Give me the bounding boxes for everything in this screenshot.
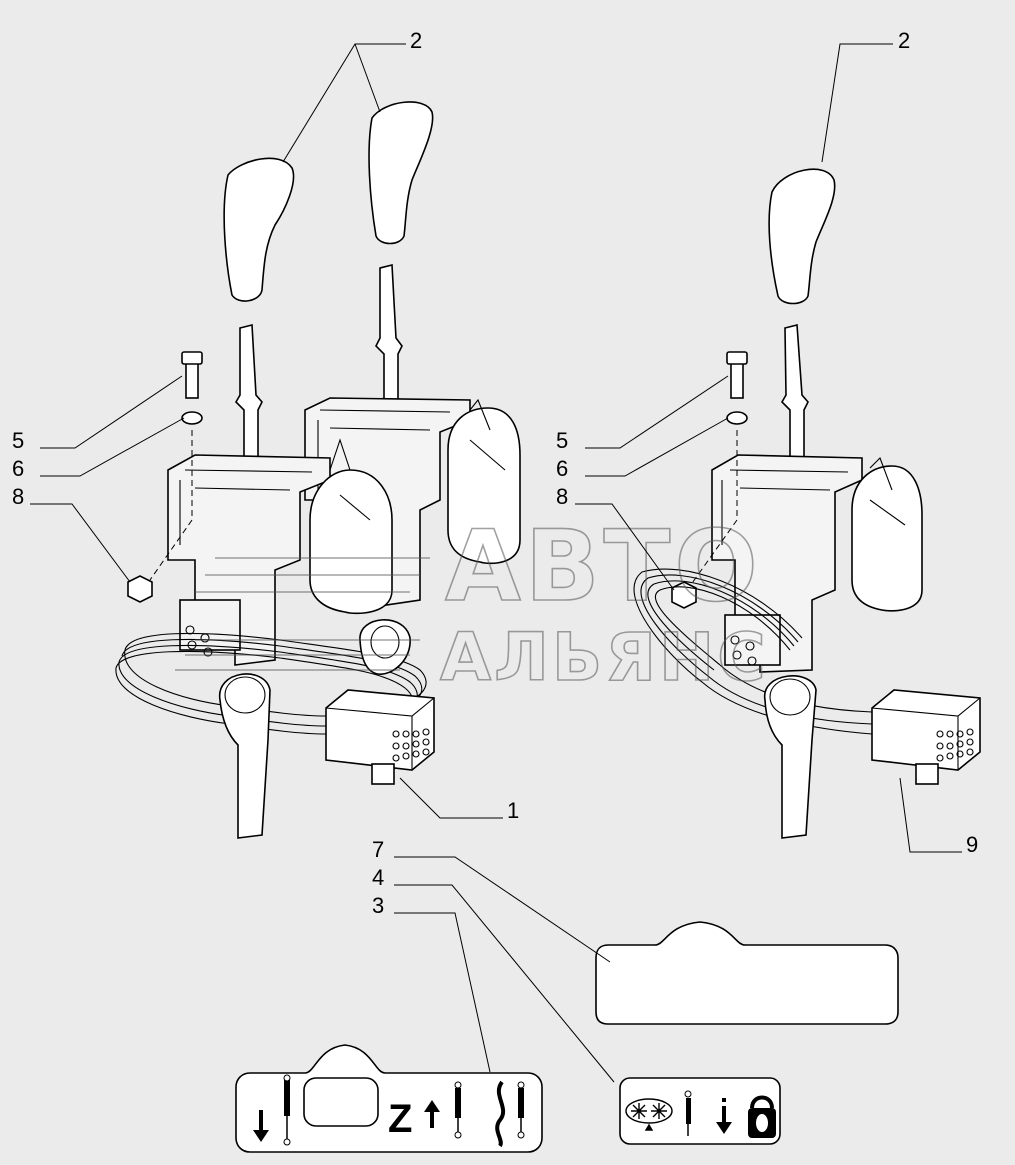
callout-2-left: 2 <box>410 28 422 53</box>
lower-arrow-icon <box>253 1110 269 1142</box>
watermark-line1: АВТО <box>445 510 762 624</box>
bolt-left <box>185 361 199 399</box>
hydraulic-cylinder-icon <box>283 1074 291 1146</box>
connector-left <box>325 689 435 785</box>
knob-left-b <box>368 101 434 245</box>
left-lever-assembly <box>115 101 521 839</box>
float-wave-icon <box>495 1080 506 1148</box>
lever-position-window <box>303 1077 379 1127</box>
float-position-letter: Z <box>388 1097 412 1141</box>
boot-left-a <box>309 469 393 615</box>
lower-arrow-icon-2 <box>716 1098 732 1134</box>
lock-icon <box>748 1095 776 1138</box>
callout-9: 9 <box>966 832 978 857</box>
callout-7: 7 <box>372 837 384 862</box>
callout-5-left: 5 <box>12 428 24 453</box>
callout-6-right: 6 <box>556 456 568 481</box>
callout-8-right: 8 <box>556 484 568 509</box>
hydraulic-cylinder-icon-2 <box>454 1081 462 1139</box>
hydraulic-cylinder-icon-3 <box>517 1081 525 1139</box>
housing-front-block <box>179 599 241 651</box>
callout-6-left: 6 <box>12 456 24 481</box>
decal-control-functions <box>619 1077 781 1145</box>
decal-lever-functions: Z <box>235 1044 543 1153</box>
right-lever-assembly <box>633 168 981 839</box>
connector-right <box>871 689 981 785</box>
nut-right <box>671 581 697 609</box>
callout-2-right: 2 <box>898 28 910 53</box>
snowflake-icon <box>625 1098 673 1131</box>
knob-right <box>768 168 836 305</box>
watermark: АВТО АЛЬЯНС <box>175 509 769 697</box>
callout-1: 1 <box>507 798 519 823</box>
leader-lines <box>30 43 962 1083</box>
decal-blank-label <box>595 921 899 1025</box>
nut-left <box>127 575 153 603</box>
bolt-right <box>730 361 744 399</box>
callout-8-left: 8 <box>12 484 24 509</box>
cylinder-release-icon <box>684 1090 692 1136</box>
boot-left-b <box>447 407 521 565</box>
washer-left <box>181 411 203 425</box>
callout-4: 4 <box>372 865 384 890</box>
washer-right <box>726 411 748 425</box>
watermark-line2: АЛЬЯНС <box>440 619 769 696</box>
clamp-right <box>764 675 817 839</box>
boot-right <box>851 465 923 612</box>
clamp-left-b <box>359 619 411 675</box>
callout-labels: 2 2 5 6 8 5 6 8 1 9 7 4 3 <box>12 28 978 918</box>
knob-left-a <box>223 157 295 302</box>
clamp-left-a <box>219 673 271 839</box>
callout-5-right: 5 <box>556 428 568 453</box>
raise-arrow-icon <box>424 1100 440 1128</box>
callout-3: 3 <box>372 893 384 918</box>
